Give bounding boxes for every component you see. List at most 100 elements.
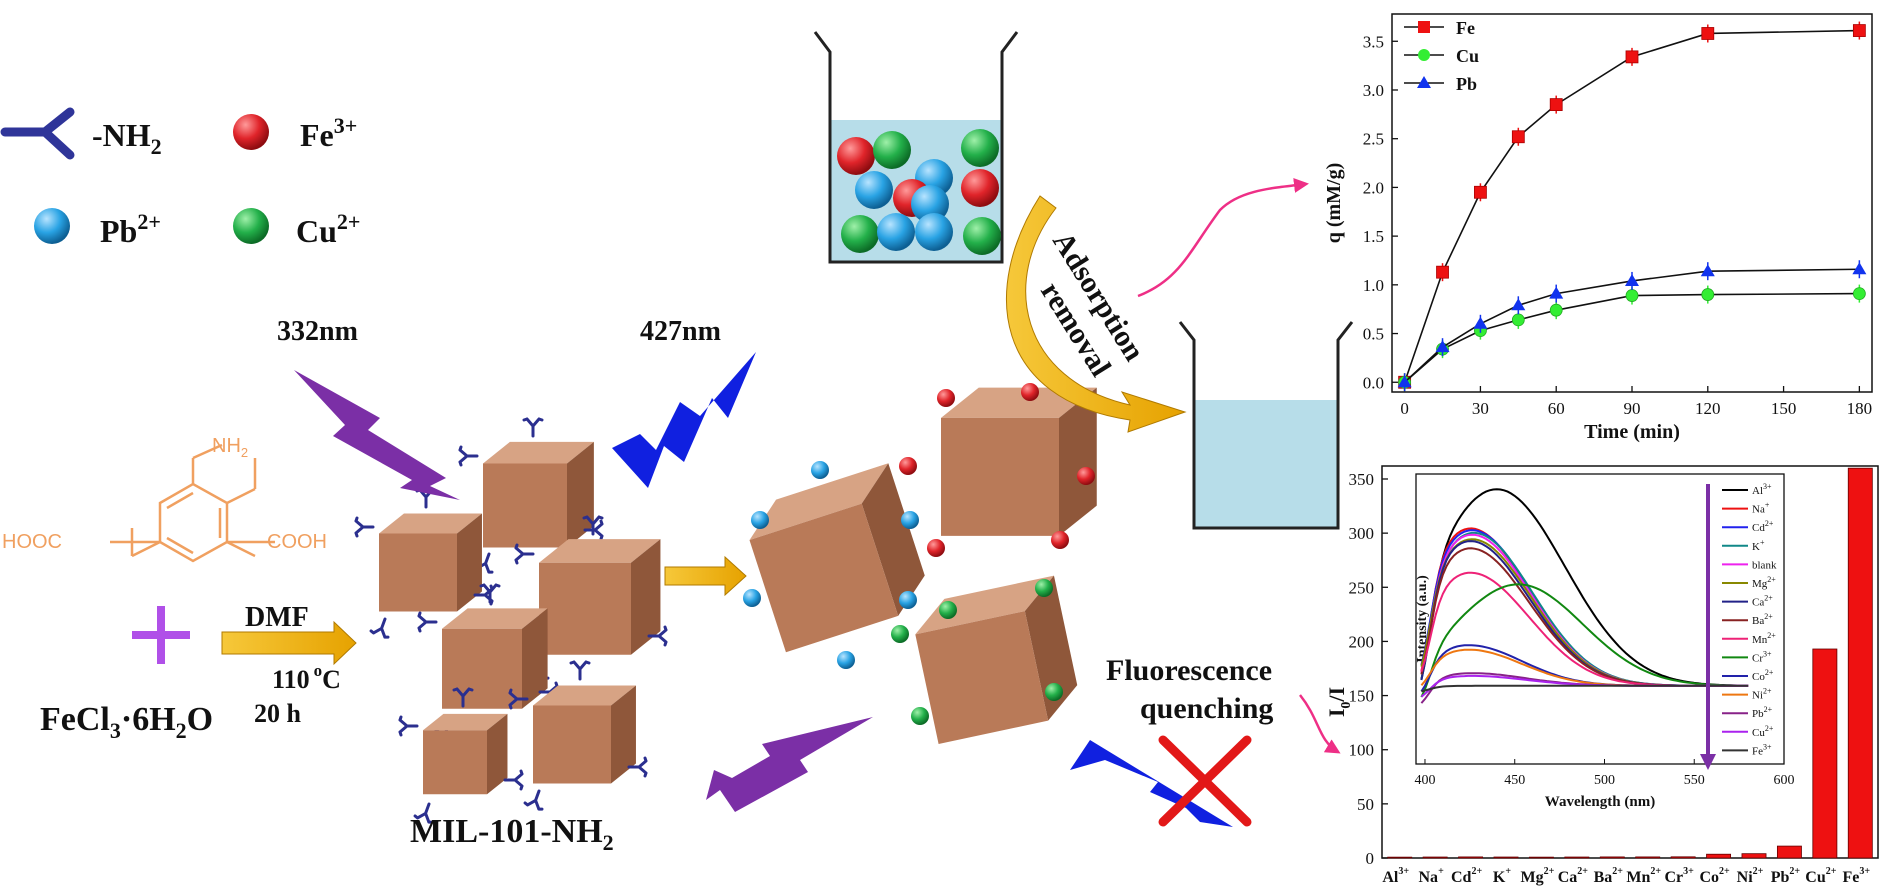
mof-label: MIL-101-NH2: [410, 813, 614, 855]
quench-link-arrow: [1299, 694, 1341, 754]
cube-front: [423, 730, 487, 795]
pb-ion-icon: [899, 591, 917, 609]
legend-sup: 2+: [1764, 612, 1773, 621]
y-tick-label: 350: [1349, 470, 1375, 489]
linker-shape: [522, 417, 544, 438]
x-tick-label: 450: [1504, 773, 1525, 788]
linker-shape: [354, 516, 375, 538]
x-tick-label: Cd2+: [1451, 866, 1482, 886]
x-tick-sup: 3+: [1859, 866, 1870, 877]
linker-icon: [369, 614, 395, 640]
x-tick-label: 0: [1400, 399, 1409, 418]
linker-shape: [417, 611, 438, 633]
cube-side: [1059, 387, 1097, 536]
legend-sup: 2+: [1765, 519, 1774, 528]
cu-ion-icon: [939, 601, 957, 619]
linker-shape: [523, 786, 549, 812]
y-tick-label: 0.0: [1363, 373, 1384, 392]
pb-ion-icon: [901, 511, 919, 529]
cube-side: [861, 463, 925, 616]
mof-cube-2: [379, 513, 482, 612]
bar: [1422, 856, 1448, 859]
pb-ion-icon: [751, 511, 769, 529]
fe-ion-icon: [937, 389, 955, 407]
x-tick-label: 600: [1774, 773, 1795, 788]
mof-cube-5: [533, 685, 636, 784]
bar: [1528, 856, 1554, 859]
mof-cube-6: [423, 713, 508, 795]
fe-ion-icon: [1077, 467, 1095, 485]
pb-ion-icon: [915, 213, 953, 251]
data-point-fe: [1852, 24, 1866, 37]
ligand-right-group: COOH: [267, 531, 327, 553]
cu-ion-icon: [961, 129, 999, 167]
legend-sup: 2+: [1767, 575, 1776, 584]
data-point-pb: [1473, 316, 1488, 329]
cube-side: [631, 539, 661, 655]
y-tick-label: 200: [1349, 632, 1375, 651]
data-point-fe: [1625, 50, 1639, 64]
series-line-cu: [1404, 292, 1860, 383]
x-tick-sup: 2+: [1650, 866, 1661, 877]
linker-shape: [514, 543, 535, 565]
x-tick-label: 90: [1624, 399, 1641, 418]
linker-icon: [522, 417, 544, 438]
y-tick-label: 1.5: [1363, 227, 1384, 246]
cube-side: [611, 685, 636, 784]
x-tick-label: Fe3+: [1842, 866, 1870, 886]
legend-sup: 3+: [1763, 482, 1772, 491]
cu-ion-icon: [233, 208, 269, 244]
bar: [1706, 853, 1732, 859]
bar: [1812, 648, 1838, 859]
data-point-pb: [1549, 286, 1564, 299]
x-tick-label: 400: [1414, 773, 1435, 788]
adsorption-arrow: [1005, 195, 1187, 433]
legend-sup: 3+: [1763, 742, 1772, 751]
x-tick-label: K+: [1493, 866, 1511, 886]
quenched-excitation-bolt-icon: [706, 717, 873, 812]
linker-shape: [458, 445, 479, 467]
cube-side: [487, 713, 508, 795]
cube-side: [1024, 575, 1078, 721]
y-tick-label: 0.5: [1363, 325, 1384, 344]
y-axis-label: I0/I: [1324, 687, 1354, 717]
mof-cube-1: [483, 441, 594, 548]
cube-front: [941, 417, 1059, 536]
cu-ion-icon: [1035, 579, 1053, 597]
legend-label: blank: [1752, 559, 1777, 571]
trend-arrow-head: [1700, 754, 1716, 770]
loaded-cube-fe: [941, 387, 1097, 536]
bar: [1741, 853, 1767, 859]
linker-shape: [503, 769, 524, 791]
bar: [1493, 856, 1519, 859]
inset-frame: [1415, 473, 1785, 765]
legend-marker: [1417, 76, 1431, 88]
x-tick-label: 30: [1472, 399, 1489, 418]
y-tick-label: 50: [1357, 795, 1374, 814]
cu-ion-icon: [841, 215, 879, 253]
linker-icon: [503, 769, 524, 791]
data-point-cu: [1511, 313, 1525, 327]
cube-front: [483, 463, 567, 548]
data-point-pb: [1511, 298, 1526, 311]
x-tick-label: 180: [1847, 399, 1873, 418]
x-tick-label: Pb2+: [1771, 866, 1801, 886]
fe-legend-label: Fe3+: [300, 113, 357, 153]
fluorescence-label: Fluorescence: [1106, 654, 1272, 687]
cube-side: [522, 608, 548, 709]
iron-salt-formula: FeCl3·6H2O: [40, 701, 213, 743]
mof-cube-3: [539, 539, 661, 655]
legend-top-left: -NH2 Fe3+ Pb2+ Cu2+: [0, 107, 360, 249]
time-label: 20 h: [254, 699, 302, 728]
x-tick-sup: 3+: [1683, 866, 1694, 877]
legend-label: Pb: [1456, 74, 1477, 94]
legend-sup: 3+: [1763, 649, 1772, 658]
quenched-emission-bolt-icon: [1070, 740, 1233, 827]
x-tick-label: Na+: [1419, 866, 1445, 886]
y-tick-label: 2.5: [1363, 130, 1384, 149]
legend-marker: [1418, 21, 1430, 33]
x-tick-label: Mg2+: [1521, 866, 1555, 886]
data-point-fe: [1549, 98, 1563, 112]
plot-frame: [1381, 465, 1879, 859]
